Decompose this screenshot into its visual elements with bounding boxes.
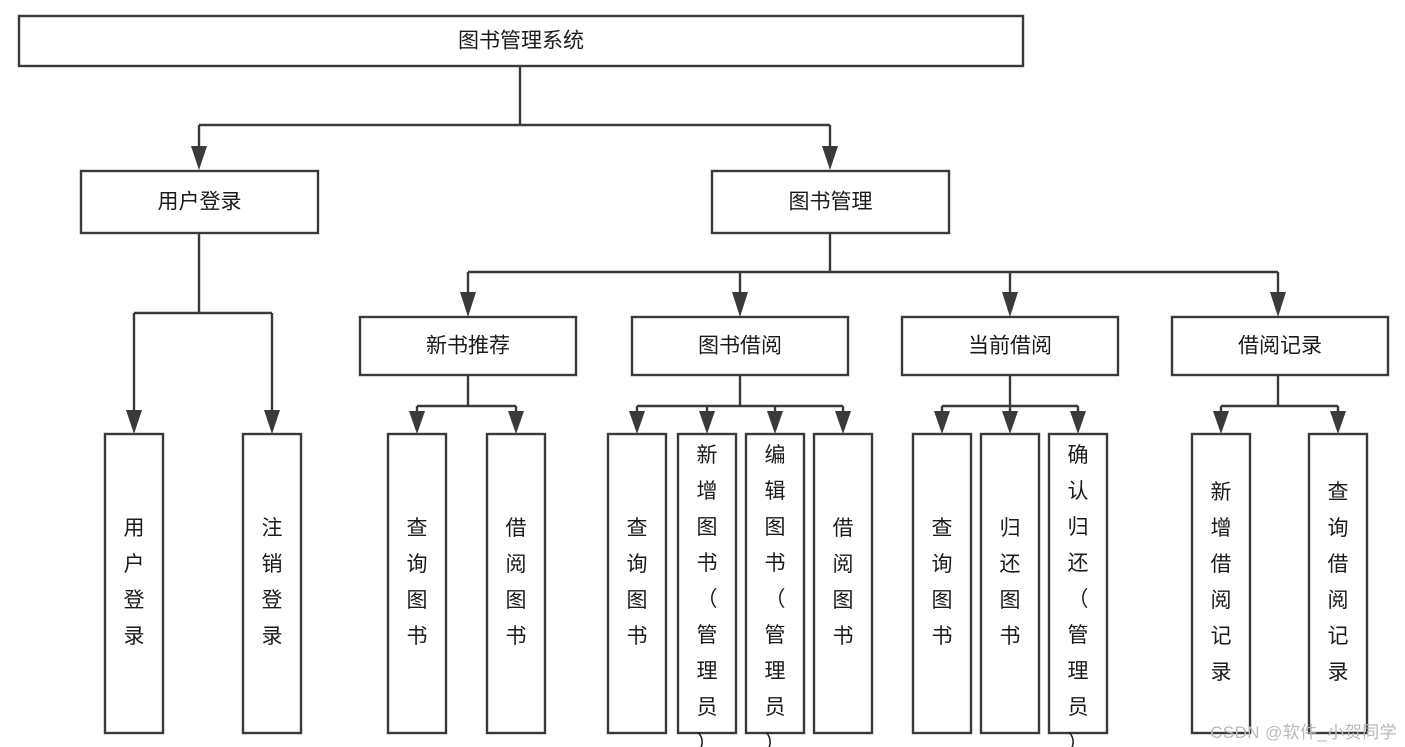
arrow-head-nbr-leaf-2 [508,411,524,434]
arrow-head-user-login [191,146,207,170]
arrow-head-bb-leaf-2 [699,411,715,434]
arrow-head-leaf-logout [264,410,280,434]
node-current-borrow[interactable]: 当前借阅 [900,315,1120,377]
node-user-login-box [79,169,320,235]
leaf-box-cb-query-book [911,432,973,735]
leaf-node-bb-edit-book-admin[interactable]: 编辑图书（管理员） [744,432,806,747]
leaf-node-bb-add-book-admin[interactable]: 新增图书（管理员） [676,432,738,747]
node-current-borrow-box [900,315,1120,377]
leaf-node-nbr-query-book[interactable]: 查询图书 [386,432,448,735]
leaf-label-bb-add-book-admin: 新增图书（管理员） [697,444,718,747]
arrow-head-cb-leaf-2 [1002,411,1018,434]
leaf-box-user-login-action [103,432,165,735]
node-current-borrow-label: 当前借阅 [968,335,1052,358]
leaf-node-bb-query-book[interactable]: 查询图书 [606,432,668,735]
node-borrow-record-box [1170,315,1390,377]
node-book-management-label: 图书管理 [789,191,873,214]
connector-group-user-login-to-leaves [126,234,280,434]
leaf-label-bb-edit-book-admin: 编辑图书（管理员） [765,444,786,747]
leaf-box-logout [241,432,303,735]
leaf-node-br-add-record[interactable]: 新增借阅记录 [1190,432,1252,735]
leaf-box-bb-add-book-admin [676,432,738,735]
arrow-head-new-book-recommend [460,292,476,317]
leaf-node-nbr-borrow-book[interactable]: 借阅图书 [485,432,547,735]
leaf-box-br-query-record [1307,432,1369,735]
node-new-book-recommend-box [358,315,578,377]
node-borrow-record-label: 借阅记录 [1238,335,1322,358]
arrow-head-leaf-user-login [126,410,142,434]
arrow-head-book-borrow [732,292,748,317]
node-book-borrow-label: 图书借阅 [698,335,782,358]
arrow-head-borrow-record [1270,292,1286,317]
connector-group-current-borrow-to-leaves [934,375,1086,434]
leaf-label-cb-confirm-return-admin: 确认归还（管理员） [1068,444,1089,747]
connector-group-borrow-record-to-leaves [1213,375,1346,434]
leaf-label-nbr-borrow-book: 借阅图书 [506,517,527,648]
node-borrow-record[interactable]: 借阅记录 [1170,315,1390,377]
connector-group-new-book-recommend-to-leaves [409,375,524,434]
arrow-head-bb-leaf-4 [835,411,851,434]
leaf-node-bb-borrow-book[interactable]: 借阅图书 [812,432,874,735]
leaf-box-bb-edit-book-admin [744,432,806,735]
node-user-login[interactable]: 用户登录 [79,169,320,235]
arrow-head-bb-leaf-1 [629,411,645,434]
node-book-borrow[interactable]: 图书借阅 [630,315,850,377]
leaf-box-cb-confirm-return-admin [1047,432,1109,735]
arrow-head-cb-leaf-1 [934,411,950,434]
leaf-label-cb-query-book: 查询图书 [932,517,953,648]
leaf-label-nbr-query-book: 查询图书 [407,517,428,648]
arrow-head-nbr-leaf-1 [409,411,425,434]
node-root-book-management-system[interactable]: 图书管理系统 [17,14,1025,68]
node-book-management-box [710,169,951,235]
arrow-head-current-borrow [1002,292,1018,317]
leaf-node-cb-query-book[interactable]: 查询图书 [911,432,973,735]
leaf-label-bb-borrow-book: 借阅图书 [833,517,854,648]
node-root-box [17,14,1025,68]
leaf-label-br-query-record: 查询借阅记录 [1328,481,1349,684]
leaf-node-cb-return-book[interactable]: 归还图书 [979,432,1041,735]
leaf-box-nbr-borrow-book [485,432,547,735]
arrow-head-cb-leaf-3 [1070,411,1086,434]
node-book-borrow-box [630,315,850,377]
node-new-book-recommend-label: 新书推荐 [426,335,510,358]
connector-group-root-to-level1 [191,66,838,170]
leaf-label-user-login-action: 用户登录 [124,517,145,648]
node-book-management[interactable]: 图书管理 [710,169,951,235]
node-user-login-label: 用户登录 [158,191,242,214]
connector-group-book-manage-to-level2 [460,234,1286,317]
leaf-label-cb-return-book: 归还图书 [1000,517,1021,648]
connector-group-book-borrow-to-leaves [629,375,851,434]
leaf-node-logout[interactable]: 注销登录 [241,432,303,735]
leaf-box-nbr-query-book [386,432,448,735]
leaf-label-logout: 注销登录 [262,517,283,648]
leaf-box-cb-return-book [979,432,1041,735]
leaf-label-br-add-record: 新增借阅记录 [1211,481,1232,684]
arrow-head-br-leaf-1 [1213,411,1229,434]
node-new-book-recommend[interactable]: 新书推荐 [358,315,578,377]
leaf-node-br-query-record[interactable]: 查询借阅记录 [1307,432,1369,735]
node-root-label: 图书管理系统 [458,30,584,53]
arrow-head-br-leaf-2 [1330,411,1346,434]
arrow-head-bb-leaf-3 [767,411,783,434]
csdn-watermark: CSDN @软件_小贺同学 [1210,723,1397,742]
leaf-node-cb-confirm-return-admin[interactable]: 确认归还（管理员） [1047,432,1109,747]
leaf-box-br-add-record [1190,432,1252,735]
leaf-box-bb-query-book [606,432,668,735]
arrow-head-book-manage [822,146,838,170]
leaf-box-bb-borrow-book [812,432,874,735]
leaf-node-user-login-action[interactable]: 用户登录 [103,432,165,735]
leaf-label-bb-query-book: 查询图书 [627,517,648,648]
